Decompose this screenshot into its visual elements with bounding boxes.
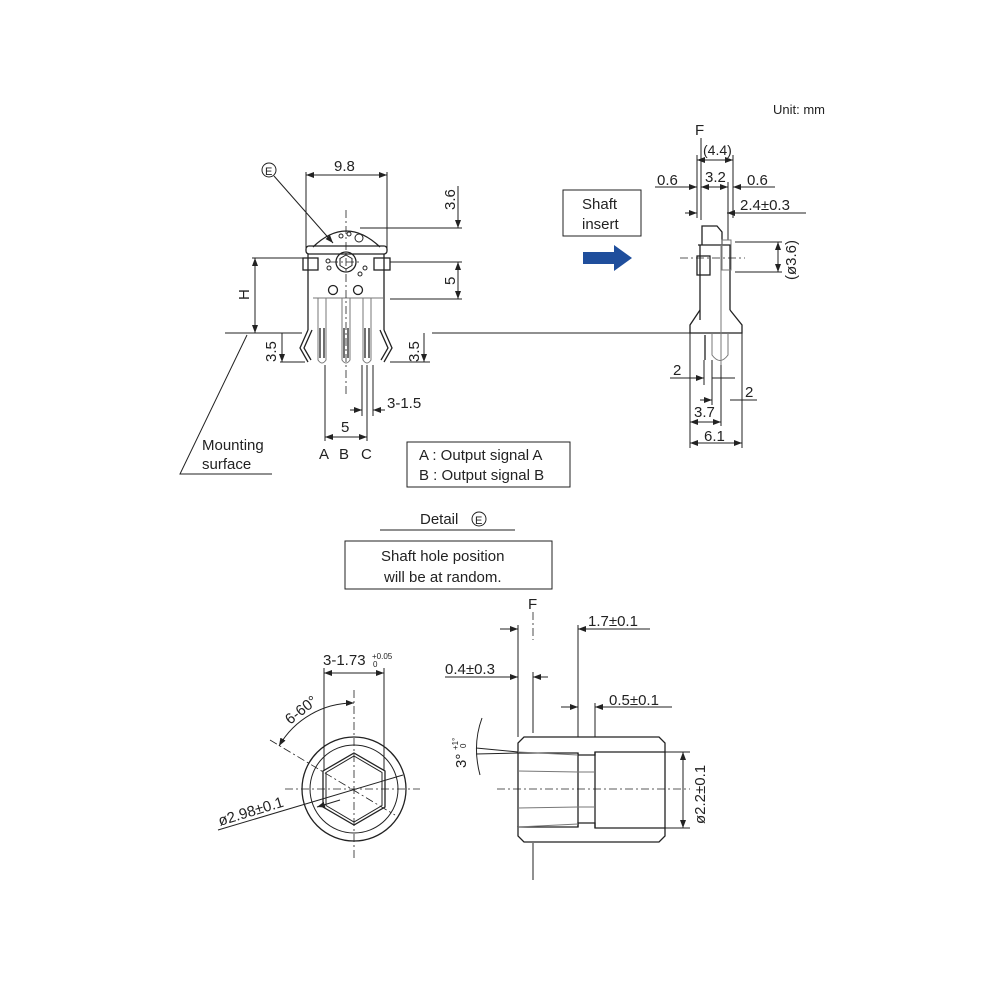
signal-legend: A : Output signal A B : Output signal B: [406, 441, 571, 488]
hex-angle: 6-60°: [282, 693, 321, 729]
dim-pin-dia: 3-1.5: [387, 395, 421, 412]
dim-leg-right: 3.5: [406, 341, 423, 362]
dim-offset: 2.4±0.3: [740, 197, 790, 214]
detail-note: Shaft hole position will be at random.: [344, 540, 553, 590]
dim-center: 3.2: [705, 169, 726, 186]
dim-dia: (ø3.6): [783, 240, 800, 280]
pins: [317, 298, 372, 364]
legend-b: B : Output signal B: [419, 467, 544, 484]
dim-total: 6.1: [704, 428, 725, 445]
legend-a: A : Output signal A: [419, 447, 542, 464]
detail-title: Detail E: [380, 511, 515, 531]
note-line-1: Shaft hole position: [381, 548, 504, 565]
unit-label: Unit: mm: [773, 102, 825, 117]
dim-pin-left: 2: [673, 362, 681, 379]
detail-marker-circle: [261, 162, 277, 178]
bore-dia: ø2.2±0.1: [692, 765, 709, 824]
section-label-f: F: [528, 596, 537, 613]
dim-length: 1.7±0.1: [588, 613, 638, 630]
mounting-label-2: surface: [202, 456, 251, 473]
hole-dia: ø2.98±0.1: [216, 794, 285, 830]
taper-tol-upper: +1°: [451, 738, 460, 750]
dim-width: 9.8: [334, 158, 355, 175]
dim-top: 3.6: [442, 189, 459, 210]
dim-overall: (4.4): [703, 142, 732, 158]
dim-pin-pitch: 5: [341, 419, 349, 436]
dim-leg-left: 3.5: [263, 341, 280, 362]
dim-step: 0.5±0.1: [609, 692, 659, 709]
dim-right: 0.6: [747, 172, 768, 189]
hex-across: 3-1.73: [323, 652, 366, 669]
shaft-insert-line-2: insert: [582, 216, 620, 233]
detail-leader: [273, 175, 334, 244]
hex-end-view: 3-1.73 +0.05 0 6-60° ø2.98±0.1: [216, 652, 420, 860]
side-label-f: F: [695, 122, 704, 139]
mounting-label-1: Mounting: [202, 437, 264, 454]
dim-left: 0.6: [657, 172, 678, 189]
mounting-leader: [179, 334, 272, 475]
detail-marker: E: [265, 166, 272, 178]
sleeve-section-view: F 1.7±0.1 0.4±0.3 0.5±0.1 3° +1° 0 ø2.2±…: [445, 596, 709, 880]
shaft-insert-callout: Shaft insert: [562, 189, 642, 271]
pin-label-a: A: [319, 446, 329, 463]
hex-tol-lower: 0: [373, 660, 378, 669]
shaft-insert-line-1: Shaft: [582, 196, 618, 213]
arrow-right-icon: [583, 245, 632, 271]
taper-angle: 3°: [453, 754, 470, 768]
taper-tol-lower: 0: [459, 743, 468, 748]
note-line-2: will be at random.: [383, 569, 502, 586]
pin-label-c: C: [361, 446, 372, 463]
front-view: E 9.8: [179, 158, 690, 475]
pin-label-b: B: [339, 446, 349, 463]
dim-pin-right: 2: [745, 384, 753, 401]
side-view: F (4.4) 0.6 3.2 0.6 2.4±0.3 (ø3.6): [655, 122, 806, 448]
detail-title-prefix: Detail: [420, 511, 458, 528]
dim-mid: 5: [442, 277, 459, 285]
dim-height: H: [236, 289, 253, 300]
dim-offset: 0.4±0.3: [445, 661, 495, 678]
hex-tol-upper: +0.05: [372, 652, 393, 661]
detail-title-marker: E: [475, 515, 482, 527]
dim-mid: 3.7: [694, 404, 715, 421]
